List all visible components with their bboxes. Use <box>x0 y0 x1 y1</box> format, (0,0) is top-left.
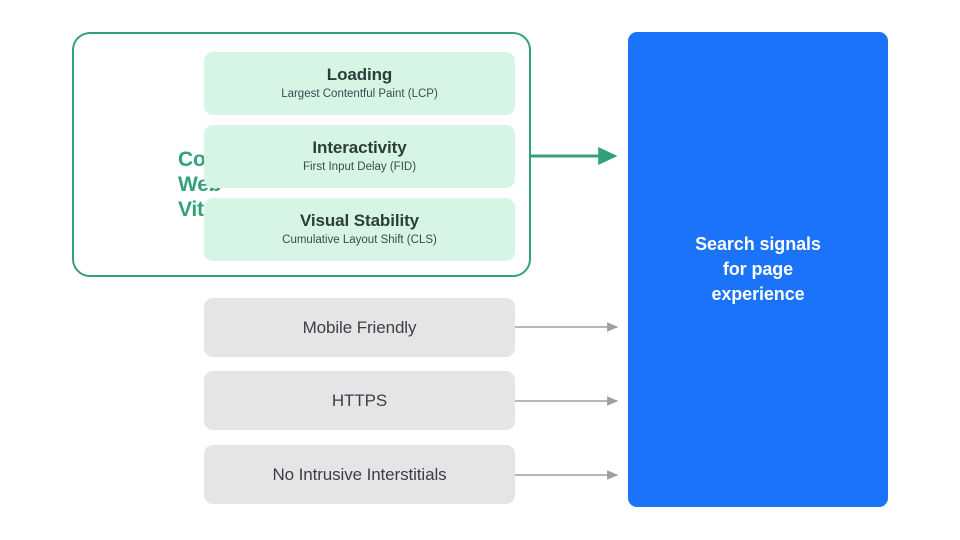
metric-card-visual-stability[interactable]: Visual Stability Cumulative Layout Shift… <box>204 198 515 261</box>
search-signals-text: Search signals for page experience <box>675 232 841 307</box>
signal-card-mobile-friendly[interactable]: Mobile Friendly <box>204 298 515 357</box>
signal-label: HTTPS <box>331 390 388 410</box>
metric-card-interactivity[interactable]: Interactivity First Input Delay (FID) <box>204 125 515 188</box>
metric-subtitle: First Input Delay (FID) <box>302 161 417 173</box>
search-signals-line-1: Search signals <box>695 234 821 254</box>
metric-card-loading[interactable]: Loading Largest Contentful Paint (LCP) <box>204 52 515 115</box>
metric-subtitle: Largest Contentful Paint (LCP) <box>281 88 438 100</box>
search-signals-panel[interactable]: Search signals for page experience <box>628 32 888 507</box>
signal-card-https[interactable]: HTTPS <box>204 371 515 430</box>
search-signals-line-3: experience <box>711 284 805 304</box>
metric-title: Interactivity <box>312 138 407 157</box>
metric-subtitle: Cumulative Layout Shift (CLS) <box>282 234 437 246</box>
metric-title: Visual Stability <box>299 211 420 230</box>
search-signals-line-2: for page <box>722 259 794 279</box>
metric-title: Loading <box>326 65 393 84</box>
signal-label: No Intrusive Interstitials <box>272 464 447 484</box>
signal-card-no-intrusive-interstitials[interactable]: No Intrusive Interstitials <box>204 445 515 504</box>
signal-label: Mobile Friendly <box>302 317 417 337</box>
